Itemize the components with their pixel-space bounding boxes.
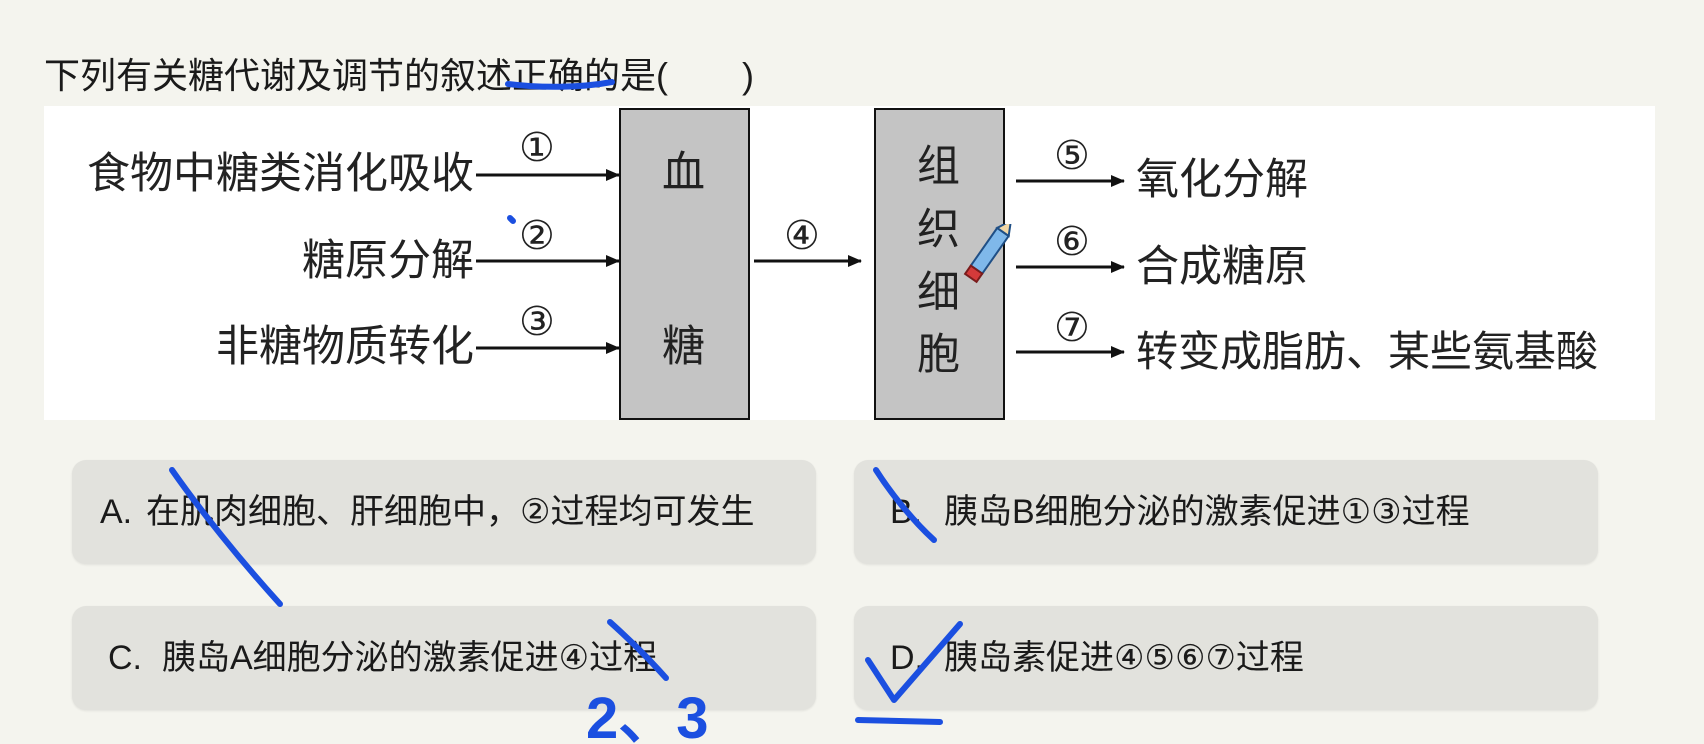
tissue-cell-char-4: 胞: [917, 330, 960, 380]
blood-sugar-char-1: 血: [662, 148, 705, 198]
marker-1: ①: [519, 125, 555, 171]
marker-6: ⑥: [1054, 219, 1090, 265]
question-close-paren: ): [742, 55, 754, 96]
option-c[interactable]: C. 胰岛A细胞分泌的激素促进④过程: [72, 606, 816, 710]
question-text: 下列有关糖代谢及调节的叙述正确的是(: [44, 55, 668, 96]
output-label-conversion: 转变成脂肪、某些氨基酸: [1136, 327, 1599, 376]
question-stem: 下列有关糖代谢及调节的叙述正确的是(): [44, 52, 754, 100]
tissue-cell-box: 组 织 细 胞: [874, 108, 1005, 420]
option-c-letter: C.: [108, 639, 142, 677]
option-c-text: 胰岛A细胞分泌的激素促进④过程: [162, 639, 658, 677]
source-label-nonsugar: 非糖物质转化: [216, 322, 474, 372]
source-label-glycogen: 糖原分解: [302, 236, 474, 286]
pencil-icon: [963, 224, 1013, 284]
tissue-cell-char-1: 组: [917, 142, 960, 192]
option-d[interactable]: D. 胰岛素促进④⑤⑥⑦过程: [854, 606, 1598, 710]
option-a-text: 在肌肉细胞、肝细胞中，②过程均可发生: [146, 493, 755, 531]
marker-7: ⑦: [1054, 305, 1090, 351]
marker-2: ②: [519, 213, 555, 259]
marker-3: ③: [519, 299, 555, 345]
option-b[interactable]: B. 胰岛B细胞分泌的激素促进①③过程: [854, 460, 1598, 564]
output-label-oxidation: 氧化分解: [1136, 155, 1308, 205]
output-label-glycogen: 合成糖原: [1136, 242, 1308, 292]
diagram-arrows: [476, 169, 1125, 358]
tissue-cell-char-2: 织: [917, 205, 960, 255]
marker-4: ④: [784, 213, 820, 259]
blood-sugar-box: 血 糖: [619, 108, 750, 420]
option-b-letter: B.: [890, 493, 923, 531]
option-d-text: 胰岛素促进④⑤⑥⑦过程: [944, 639, 1304, 677]
ink-underline-option-d: [855, 717, 943, 725]
source-label-food: 食物中糖类消化吸收: [87, 149, 474, 199]
blood-sugar-char-2: 糖: [662, 322, 705, 372]
marker-5: ⑤: [1054, 133, 1090, 179]
option-d-letter: D.: [890, 639, 924, 677]
option-b-text: 胰岛B细胞分泌的激素促进①③过程: [944, 493, 1470, 531]
sugar-metabolism-diagram: 食物中糖类消化吸收 糖原分解 非糖物质转化 ① ② ③ 血 糖 ④ 组 织 细 …: [44, 106, 1655, 420]
option-a[interactable]: A. 在肌肉细胞、肝细胞中，②过程均可发生: [72, 460, 816, 564]
option-a-letter: A.: [100, 493, 133, 531]
tissue-cell-char-3: 细: [917, 268, 960, 318]
